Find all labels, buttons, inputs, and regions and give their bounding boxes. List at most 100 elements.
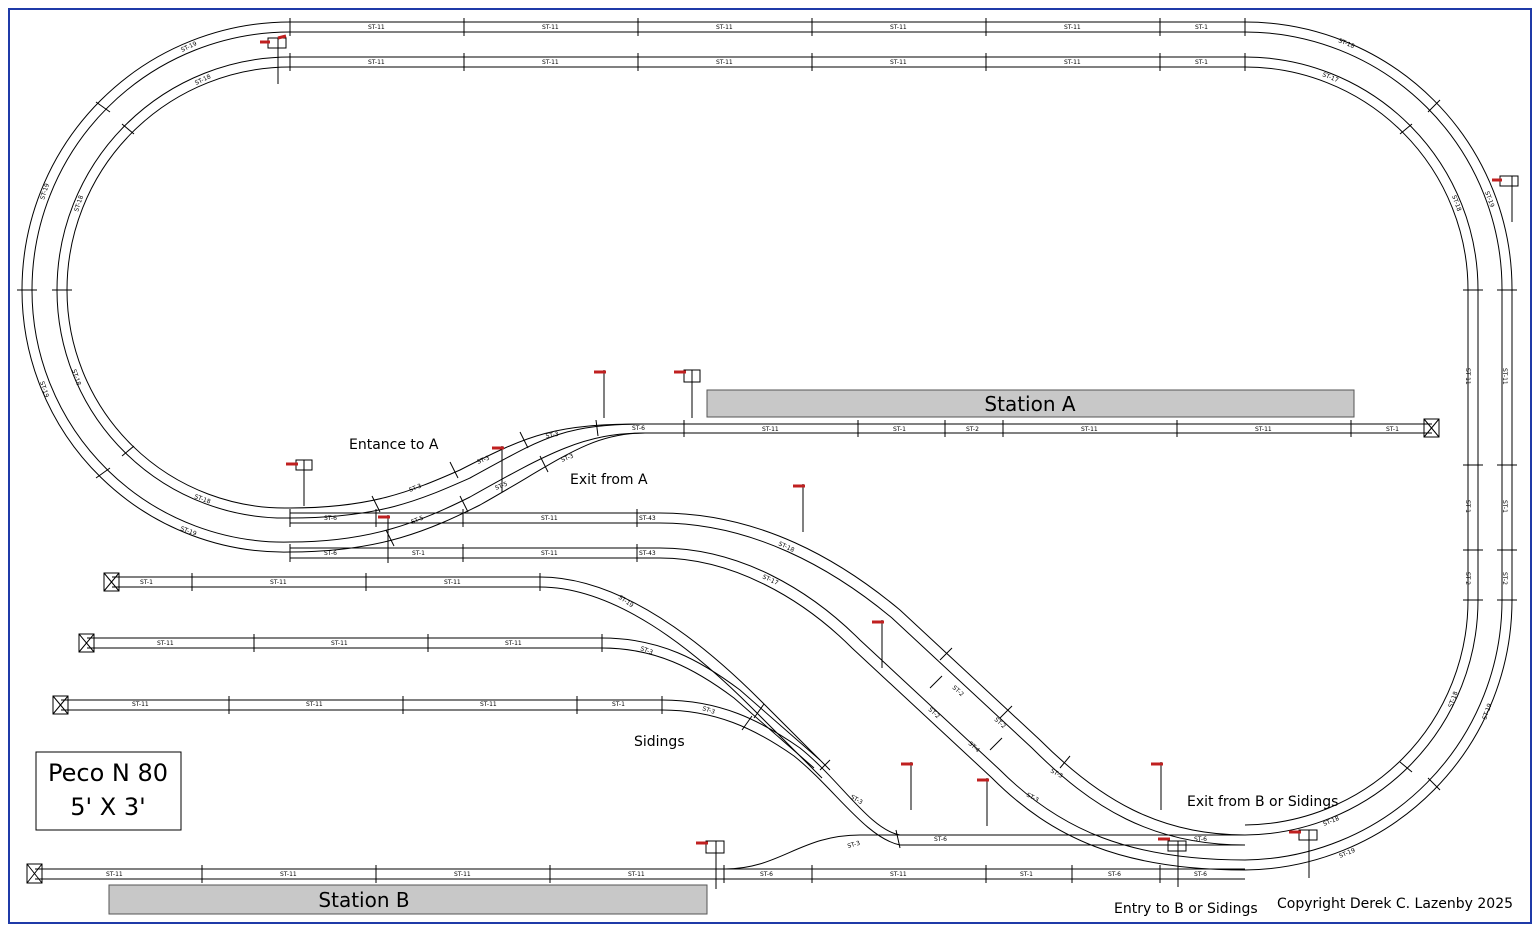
svg-text:ST-1: ST-1 [412, 550, 425, 557]
svg-text:ST-6: ST-6 [324, 550, 337, 557]
svg-text:ST-11: ST-11 [157, 640, 174, 647]
svg-text:ST-5: ST-5 [410, 514, 425, 525]
top-ties [17, 18, 1517, 791]
station-a-platform [706, 389, 1355, 418]
entry-b-label: Entry to B or Sidings [1114, 901, 1258, 917]
station-a-label: Station A [984, 392, 1075, 416]
siding-3: ST-11 ST-11 ST-11 ST-1 ST-3 ST-3 [52, 695, 1245, 849]
svg-text:ST-1: ST-1 [612, 701, 625, 708]
exit-a-label: Exit from A [570, 472, 648, 488]
svg-text:ST-11: ST-11 [1081, 426, 1098, 433]
svg-text:ST-3: ST-3 [476, 454, 491, 465]
signal-icon [1158, 837, 1187, 887]
svg-text:ST-1: ST-1 [1195, 59, 1208, 66]
svg-text:ST-11: ST-11 [716, 59, 733, 66]
signal-icon [1492, 175, 1519, 222]
signal-icon [260, 34, 287, 84]
signals [260, 34, 1519, 889]
buffer-stop-s3 [52, 695, 69, 715]
svg-text:ST-6: ST-6 [1108, 871, 1121, 878]
svg-text:ST-18: ST-18 [73, 194, 85, 212]
signal-icon [286, 459, 313, 506]
station-b-platform [108, 884, 708, 915]
svg-text:ST-11: ST-11 [890, 59, 907, 66]
svg-text:ST-6: ST-6 [934, 836, 947, 843]
signal-icon [674, 369, 701, 418]
signal-icon [1151, 762, 1163, 810]
station-a-codes: ST-11 ST-1 ST-2 ST-11 ST-11 ST-1 [762, 426, 1399, 433]
station-b-label: Station B [318, 888, 409, 912]
svg-text:ST-1: ST-1 [893, 426, 906, 433]
buffer-stop-b [26, 863, 43, 884]
svg-text:ST-3: ST-3 [847, 840, 861, 850]
sidings-label: Sidings [634, 734, 685, 750]
signal-icon [594, 370, 606, 418]
svg-text:ST-3: ST-3 [701, 705, 716, 716]
svg-text:ST-6: ST-6 [1194, 871, 1207, 878]
svg-text:ST-11: ST-11 [1064, 24, 1081, 31]
svg-text:ST-6: ST-6 [760, 871, 773, 878]
svg-text:ST-1: ST-1 [1195, 24, 1208, 31]
svg-text:ST-11: ST-11 [306, 701, 323, 708]
entrance-a-label: Entance to A [349, 437, 439, 453]
signal-icon [378, 515, 390, 563]
plan-border [8, 8, 1532, 924]
siding-2: ST-11 ST-11 ST-11 ST-3 [78, 633, 821, 769]
svg-text:ST-11: ST-11 [628, 871, 645, 878]
svg-text:ST-11: ST-11 [541, 515, 558, 522]
svg-text:ST-11: ST-11 [542, 24, 559, 31]
svg-text:ST-2: ST-2 [1464, 572, 1471, 585]
title-size: 5' X 3' [70, 793, 145, 821]
top-inner-codes: ST-11 ST-11 ST-11 ST-11 ST-11 ST-1 [368, 59, 1208, 66]
svg-text:ST-11: ST-11 [368, 24, 385, 31]
svg-text:ST-11: ST-11 [270, 579, 287, 586]
svg-text:ST-11: ST-11 [716, 24, 733, 31]
svg-text:ST-43: ST-43 [639, 550, 656, 557]
svg-text:ST-11: ST-11 [444, 579, 461, 586]
svg-text:ST-11: ST-11 [106, 871, 123, 878]
svg-text:ST-11: ST-11 [505, 640, 522, 647]
top-outer-codes: ST-11 ST-11 ST-11 ST-11 ST-11 ST-1 [368, 24, 1208, 31]
buffer-stop-s2 [78, 633, 95, 653]
svg-text:ST-11: ST-11 [762, 426, 779, 433]
svg-text:ST-2: ST-2 [966, 426, 979, 433]
signal-icon [696, 840, 725, 889]
title-box [35, 751, 182, 831]
signal-icon [1289, 829, 1318, 878]
svg-text:ST-19: ST-19 [38, 380, 50, 398]
exit-b-label: Exit from B or Sidings [1187, 794, 1338, 810]
svg-text:ST-18: ST-18 [70, 368, 82, 386]
svg-text:ST-11: ST-11 [1255, 426, 1272, 433]
svg-text:ST-6: ST-6 [1194, 836, 1207, 843]
station-b-track: ST-11 ST-11 ST-11 ST-11 ST-6 ST-11 ST-1 … [26, 834, 1245, 884]
svg-text:ST-6: ST-6 [324, 515, 337, 522]
signal-icon [977, 778, 989, 826]
svg-text:ST-11: ST-11 [480, 701, 497, 708]
svg-text:ST-11: ST-11 [368, 59, 385, 66]
svg-text:ST-11: ST-11 [454, 871, 471, 878]
signal-icon [492, 446, 504, 492]
svg-text:ST-3: ST-3 [560, 452, 575, 463]
svg-text:ST-1: ST-1 [140, 579, 153, 586]
svg-text:ST-11: ST-11 [1064, 59, 1081, 66]
svg-text:ST-43: ST-43 [639, 515, 656, 522]
svg-text:ST-1: ST-1 [1020, 871, 1033, 878]
svg-text:ST-11: ST-11 [1464, 368, 1471, 385]
svg-text:ST-11: ST-11 [890, 871, 907, 878]
signal-icon [793, 484, 805, 532]
svg-text:ST-11: ST-11 [1501, 368, 1508, 385]
svg-text:ST-1: ST-1 [1501, 500, 1508, 513]
signal-icon [901, 762, 913, 810]
svg-text:ST-6: ST-6 [632, 425, 645, 432]
svg-text:ST-1: ST-1 [1464, 500, 1471, 513]
svg-text:ST-11: ST-11 [890, 24, 907, 31]
svg-text:ST-11: ST-11 [280, 871, 297, 878]
svg-text:ST-3: ST-3 [639, 645, 654, 656]
svg-text:ST-11: ST-11 [542, 59, 559, 66]
svg-text:ST-11: ST-11 [132, 701, 149, 708]
buffer-stop-s1 [103, 572, 120, 592]
svg-text:ST-3: ST-3 [408, 482, 423, 493]
svg-text:ST-2: ST-2 [1501, 572, 1508, 585]
svg-text:ST-11: ST-11 [331, 640, 348, 647]
